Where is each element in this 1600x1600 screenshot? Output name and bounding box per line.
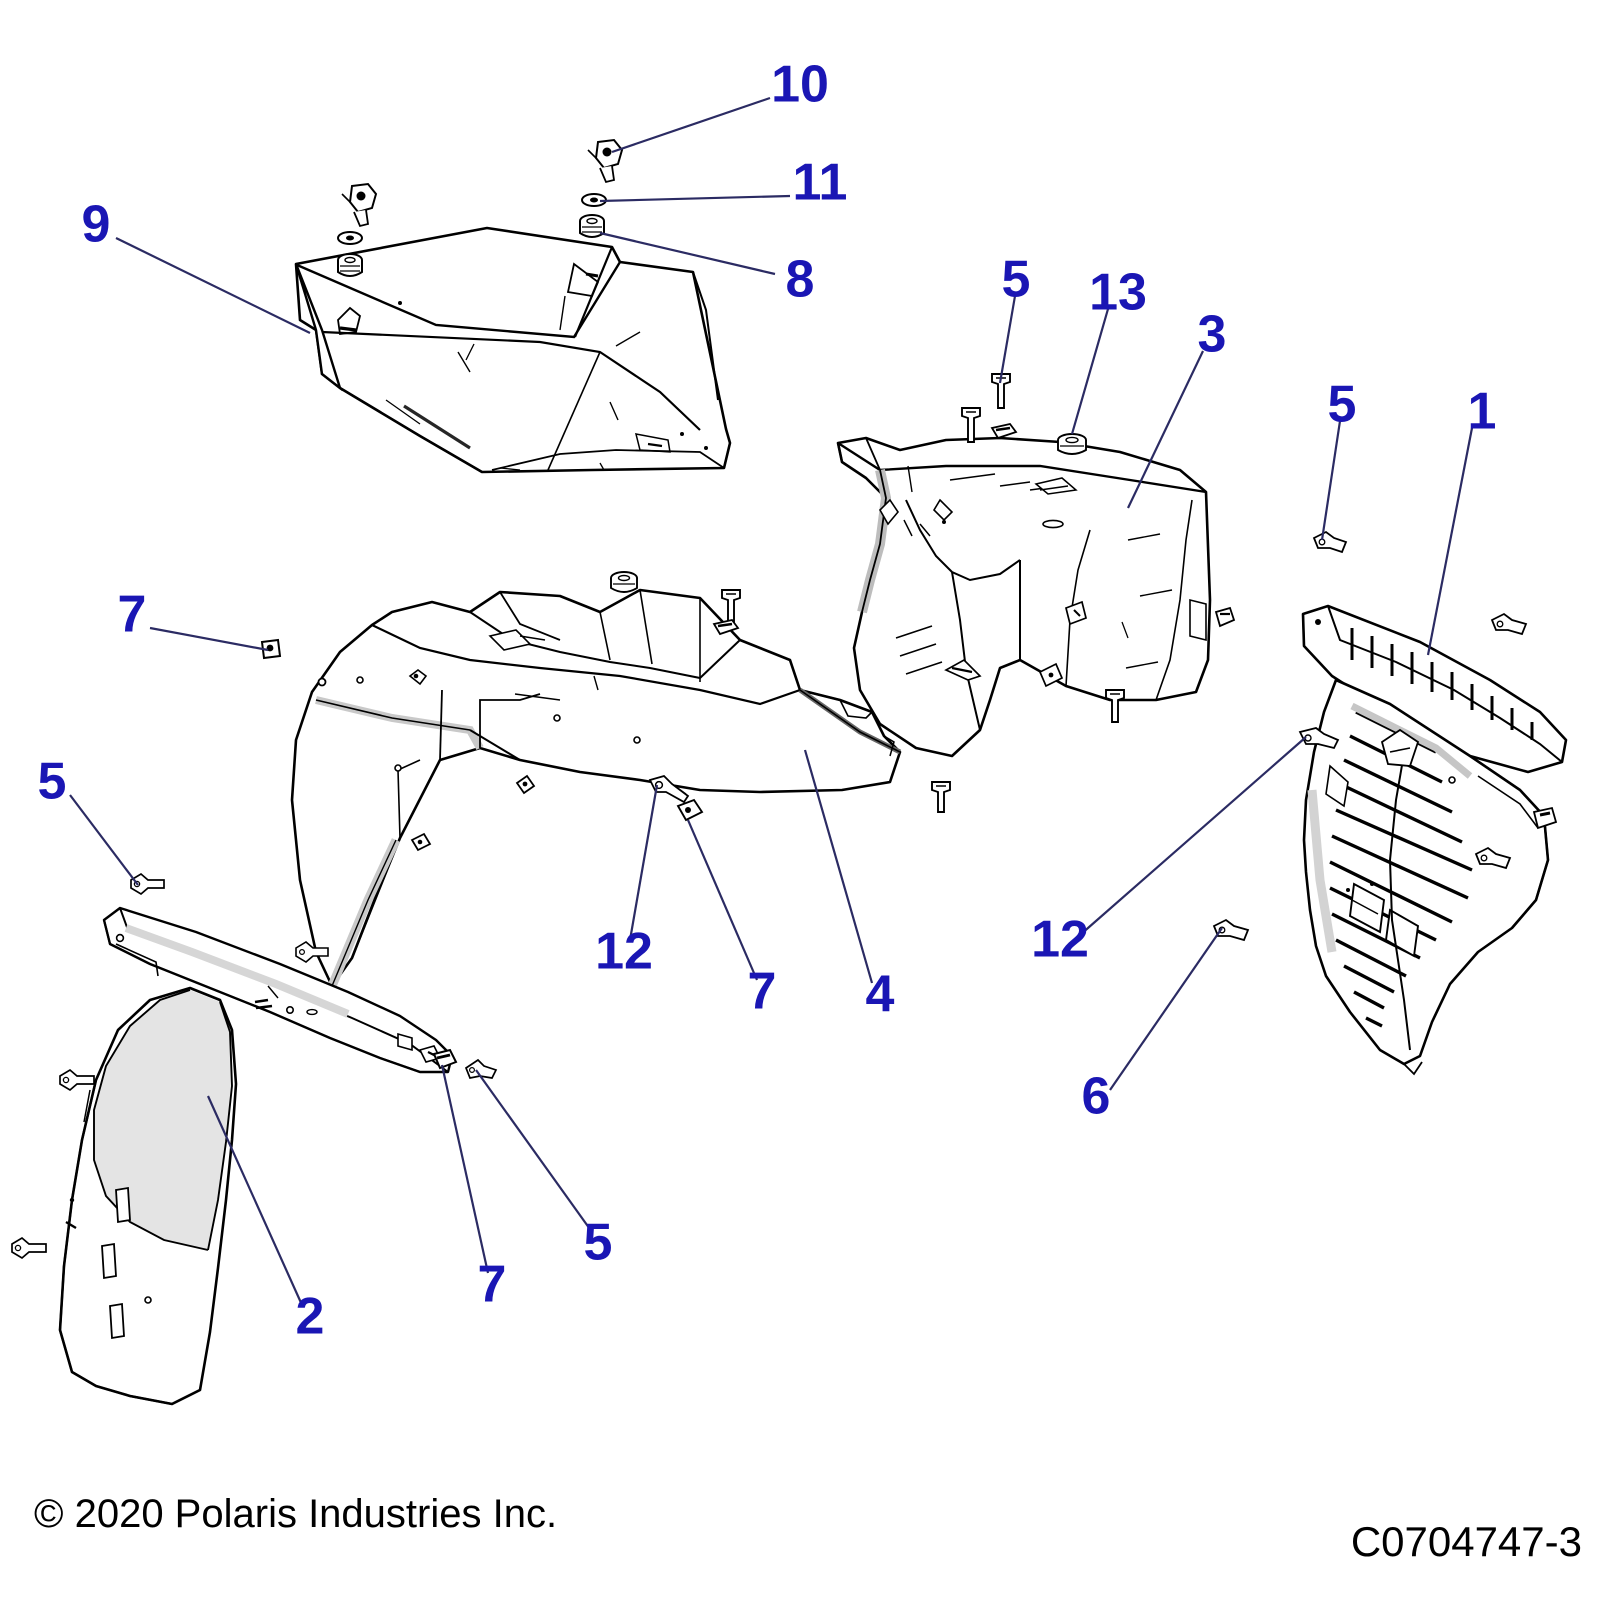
callout-labels: 10 11 9 8 5 13 3 5 1 7 5 12 7 4 12 6 5 7 2 xyxy=(38,56,1497,1346)
fastener-screw xyxy=(59,1068,95,1092)
leader-line-9 xyxy=(115,237,311,334)
part-1-louvered-grille-panel xyxy=(1301,604,1568,1076)
leader-line-13 xyxy=(1070,308,1110,435)
callout-label-1: 1 xyxy=(1468,383,1497,441)
callout-label-7: 7 xyxy=(748,963,777,1021)
leader-line-5 xyxy=(1320,420,1342,541)
part-8-duplicate xyxy=(337,253,363,277)
part-13-grommet xyxy=(610,571,638,593)
part-4-center-body-panel xyxy=(290,588,902,988)
callout-label-7: 7 xyxy=(478,1256,507,1314)
fastener-clip-nut xyxy=(990,422,1018,440)
callout-label-5: 5 xyxy=(584,1214,613,1272)
leader-line-7 xyxy=(149,626,269,652)
part-9-hood-panel xyxy=(294,226,732,474)
fastener-screw xyxy=(1490,612,1528,636)
leader-line-3 xyxy=(1127,350,1204,509)
fastener-clip-nut xyxy=(1532,806,1558,830)
fastener-screw xyxy=(931,781,951,813)
callout-label-4: 4 xyxy=(866,966,895,1024)
part-13-grommet xyxy=(1057,433,1087,455)
fastener-screw xyxy=(295,941,329,963)
callout-label-12: 12 xyxy=(595,923,653,981)
fastener-screw xyxy=(1105,689,1125,723)
fastener-screw xyxy=(1474,846,1512,870)
part-5-screw xyxy=(1312,530,1348,554)
part-7-clip-nut xyxy=(432,1048,458,1070)
fastener-screw xyxy=(11,1236,47,1260)
callout-label-8: 8 xyxy=(786,251,815,309)
callout-label-2: 2 xyxy=(296,1288,325,1346)
callout-label-5: 5 xyxy=(1328,376,1357,434)
part-7-clip-nut xyxy=(260,638,282,660)
fastener-screw xyxy=(961,407,981,443)
callout-label-7: 7 xyxy=(118,586,147,644)
leader-line-10 xyxy=(611,96,771,154)
part-2-front-fender-panel xyxy=(58,906,454,1406)
callout-label-6: 6 xyxy=(1082,1068,1111,1126)
fastener-clip-nut xyxy=(1214,606,1236,628)
callout-label-9: 9 xyxy=(82,196,111,254)
leader-line-5 xyxy=(998,295,1017,384)
leader-line-11 xyxy=(599,194,791,203)
callout-label-13: 13 xyxy=(1089,264,1147,322)
leader-line-5 xyxy=(69,794,139,886)
part-6-screw xyxy=(1212,918,1250,942)
leader-line-5 xyxy=(475,1069,593,1233)
leader-line-7 xyxy=(686,819,759,981)
fastener-clip-nut xyxy=(712,618,740,636)
callout-label-12: 12 xyxy=(1031,911,1089,969)
leader-line-12 xyxy=(628,784,659,941)
callout-label-3: 3 xyxy=(1198,306,1227,364)
leader-line-4 xyxy=(803,749,874,984)
part-12-push-rivet xyxy=(1298,727,1340,750)
callout-leader-lines xyxy=(69,96,1474,1306)
leader-line-2 xyxy=(206,1095,304,1306)
part-11-duplicate xyxy=(337,231,363,245)
leader-line-8 xyxy=(599,231,776,276)
fastener-screw xyxy=(464,1058,498,1079)
leader-line-7 xyxy=(440,1064,490,1274)
callout-label-5: 5 xyxy=(38,753,67,811)
part-12-push-rivet xyxy=(648,774,690,804)
leader-line-12 xyxy=(1079,736,1307,936)
callout-label-10: 10 xyxy=(771,56,829,114)
fastener-screw xyxy=(721,589,741,625)
part-10-hood-latch-bracket xyxy=(587,138,624,184)
part-10-duplicate-upper-left xyxy=(341,182,378,228)
part-7-clip-nut xyxy=(676,798,704,822)
copyright-notice: © 2020 Polaris Industries Inc. xyxy=(34,1492,558,1536)
drawing-number: C0704747-3 xyxy=(1350,1518,1582,1565)
leader-line-6 xyxy=(1109,927,1223,1091)
callout-label-11: 11 xyxy=(793,154,848,212)
callout-label-5: 5 xyxy=(1002,251,1031,309)
fastener-screw xyxy=(130,872,165,896)
leader-line-1 xyxy=(1426,427,1474,656)
part-3-dash-side-panel xyxy=(836,436,1212,758)
